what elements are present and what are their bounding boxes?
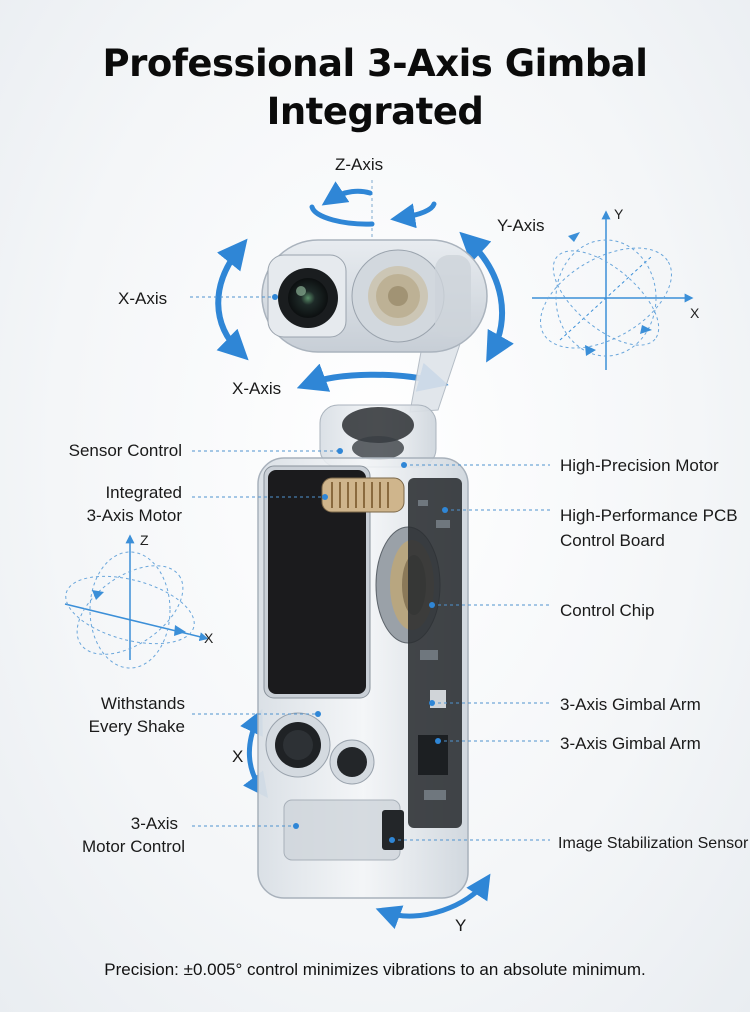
title-line-2: Integrated (266, 90, 484, 133)
y-axis-label: Y-Axis (497, 216, 545, 235)
label-integrated-motor-2: 3-Axis Motor (86, 506, 182, 525)
diagram-top-right-x: X (690, 305, 700, 321)
diagram-top-right-y: Y (614, 206, 624, 222)
axis-diagram-top-right (532, 210, 694, 370)
label-gimbal-arm-2: 3-Axis Gimbal Arm (560, 734, 701, 753)
label-pcb-1: High-Performance PCB (560, 506, 738, 525)
diagram-left-z: Z (140, 532, 149, 548)
label-control-chip: Control Chip (560, 601, 655, 620)
page-title: Professional 3-Axis Gimbal Integrated (0, 40, 750, 136)
label-sensor-control: Sensor Control (68, 441, 182, 460)
x-axis-label-left: X-Axis (118, 289, 168, 308)
label-motor-control-1: 3-Axis (130, 814, 178, 833)
label-integrated-motor-1: Integrated (105, 483, 182, 502)
label-image-stabilization: Image Stabilization Sensor (558, 835, 749, 852)
x-axis-label-bottom: X-Axis (232, 379, 282, 398)
y-rotation-arrow-right (459, 231, 514, 363)
z-rotation-arrow (309, 181, 437, 229)
label-high-precision-motor: High-Precision Motor (560, 456, 719, 475)
label-pcb-2: Control Board (560, 531, 665, 550)
handle-x-letter: X (232, 747, 244, 766)
label-motor-control-2: Motor Control (82, 837, 185, 856)
label-gimbal-arm-1: 3-Axis Gimbal Arm (560, 695, 701, 714)
camera-head (261, 239, 488, 353)
leader-lines (190, 296, 550, 841)
display-screen (268, 470, 366, 694)
label-withstands-1: Withstands (100, 694, 185, 713)
handle-body (257, 457, 469, 899)
footer-precision-note: Precision: ±0.005° control minimizes vib… (104, 960, 646, 979)
title-line-1: Professional 3-Axis Gimbal (102, 42, 648, 85)
diagram-left-x: X (204, 630, 214, 646)
axis-diagram-left (64, 534, 209, 669)
z-axis-label: Z-Axis (335, 155, 384, 174)
leader-dots (272, 294, 448, 843)
x-rotation-arrow-left (215, 238, 249, 361)
bottom-y-arrow (375, 873, 491, 929)
label-withstands-2: Every Shake (88, 717, 185, 736)
bottom-y-letter: Y (455, 916, 467, 935)
